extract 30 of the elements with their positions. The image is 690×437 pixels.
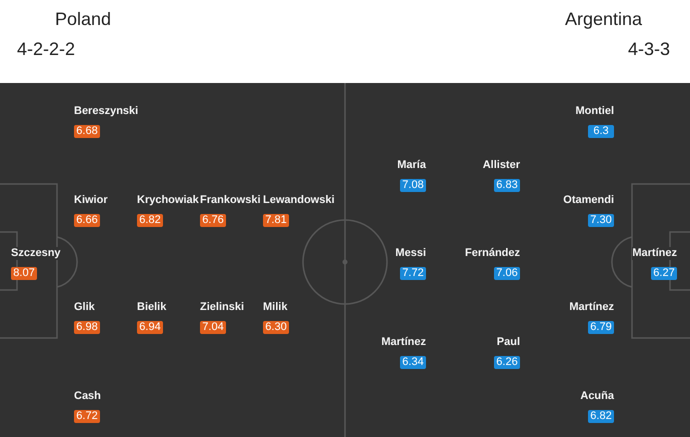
player-rating: 6.79 — [588, 321, 614, 334]
team-name: Argentina — [564, 9, 642, 29]
player-rating: 6.34 — [400, 356, 426, 369]
player-rating: 6.76 — [200, 214, 226, 227]
player-rating: 7.72 — [400, 267, 426, 280]
player-rating: 7.08 — [400, 179, 426, 192]
formation: 4-2-2-2 — [17, 39, 76, 59]
player-rating: 6.72 — [74, 410, 100, 423]
player-rating: 6.68 — [74, 125, 100, 138]
player-name: Szczesny — [11, 247, 61, 260]
player-name: Bereszynski — [74, 105, 138, 118]
player-rating: 8.07 — [11, 267, 37, 280]
player-rating: 6.82 — [137, 214, 163, 227]
player-rating: 6.66 — [74, 214, 100, 227]
player-rating: 6.98 — [74, 321, 100, 334]
player-rating: 7.30 — [588, 214, 614, 227]
player-rating: 6.82 — [588, 410, 614, 423]
player-rating: 6.94 — [137, 321, 163, 334]
player-rating: 6.3 — [588, 125, 614, 138]
team-name: Poland — [55, 9, 112, 29]
player-name: Krychowiak — [137, 194, 199, 207]
player-rating: 6.27 — [651, 267, 677, 280]
player-rating: 6.26 — [494, 356, 520, 369]
player-rating: 7.06 — [494, 267, 520, 280]
player-name: Martínez — [632, 247, 677, 260]
player-rating: 6.30 — [263, 321, 289, 334]
player-rating: 6.83 — [494, 179, 520, 192]
player-rating: 7.81 — [263, 214, 289, 227]
player-rating: 7.04 — [200, 321, 226, 334]
formation: 4-3-3 — [628, 39, 670, 59]
